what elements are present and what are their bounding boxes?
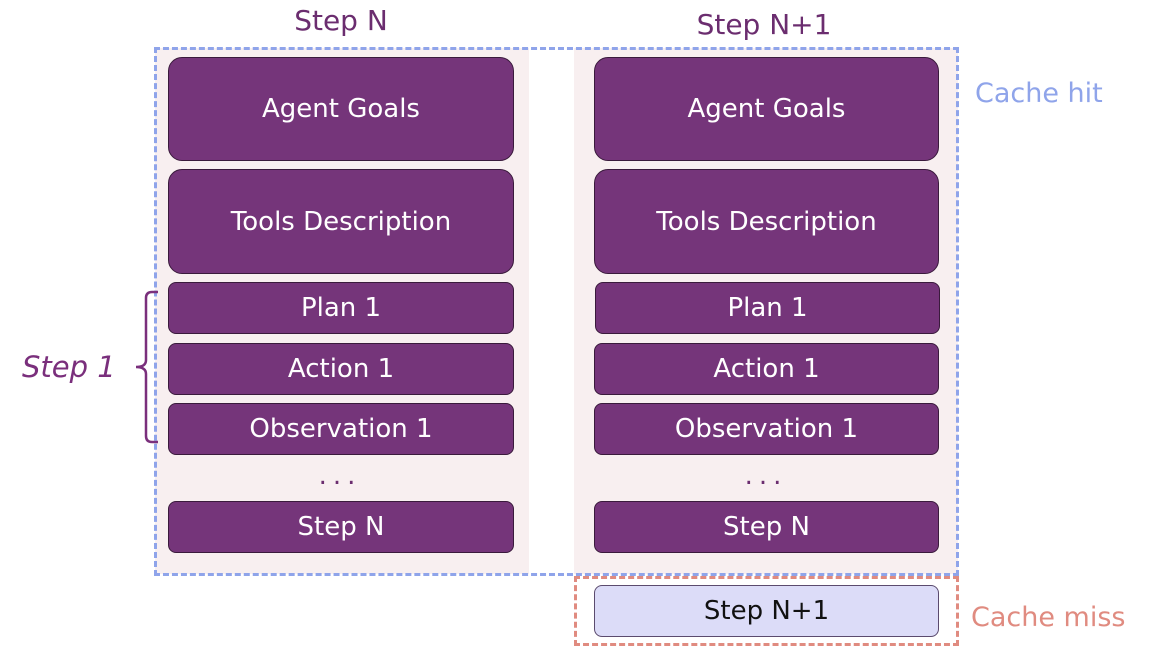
block-observation-1: Observation 1 (594, 403, 939, 455)
block-action-1: Action 1 (168, 343, 514, 395)
block-action-1: Action 1 (594, 343, 939, 395)
cache-hit-region (154, 47, 959, 576)
block-tools-description: Tools Description (594, 169, 939, 274)
column-title-step-n: Step N (294, 4, 388, 37)
step-1-label: Step 1 (22, 350, 116, 384)
cache-miss-region (574, 576, 959, 646)
block-agent-goals: Agent Goals (168, 57, 514, 161)
block-step-n: Step N (594, 501, 939, 553)
cache-miss-label: Cache miss (971, 602, 1126, 633)
block-agent-goals: Agent Goals (594, 57, 939, 161)
column-title-step-n-plus-1: Step N+1 (696, 8, 832, 41)
cache-hit-label: Cache hit (975, 78, 1103, 109)
block-plan-1: Plan 1 (168, 282, 514, 334)
ellipsis: ... (318, 461, 362, 491)
step-1-brace (135, 290, 158, 444)
block-step-n: Step N (168, 501, 514, 553)
block-step-n-plus-1-new: Step N+1 (594, 585, 939, 637)
ellipsis: ... (744, 461, 788, 491)
block-observation-1: Observation 1 (168, 403, 514, 455)
block-plan-1: Plan 1 (595, 282, 940, 334)
block-tools-description: Tools Description (168, 169, 514, 274)
